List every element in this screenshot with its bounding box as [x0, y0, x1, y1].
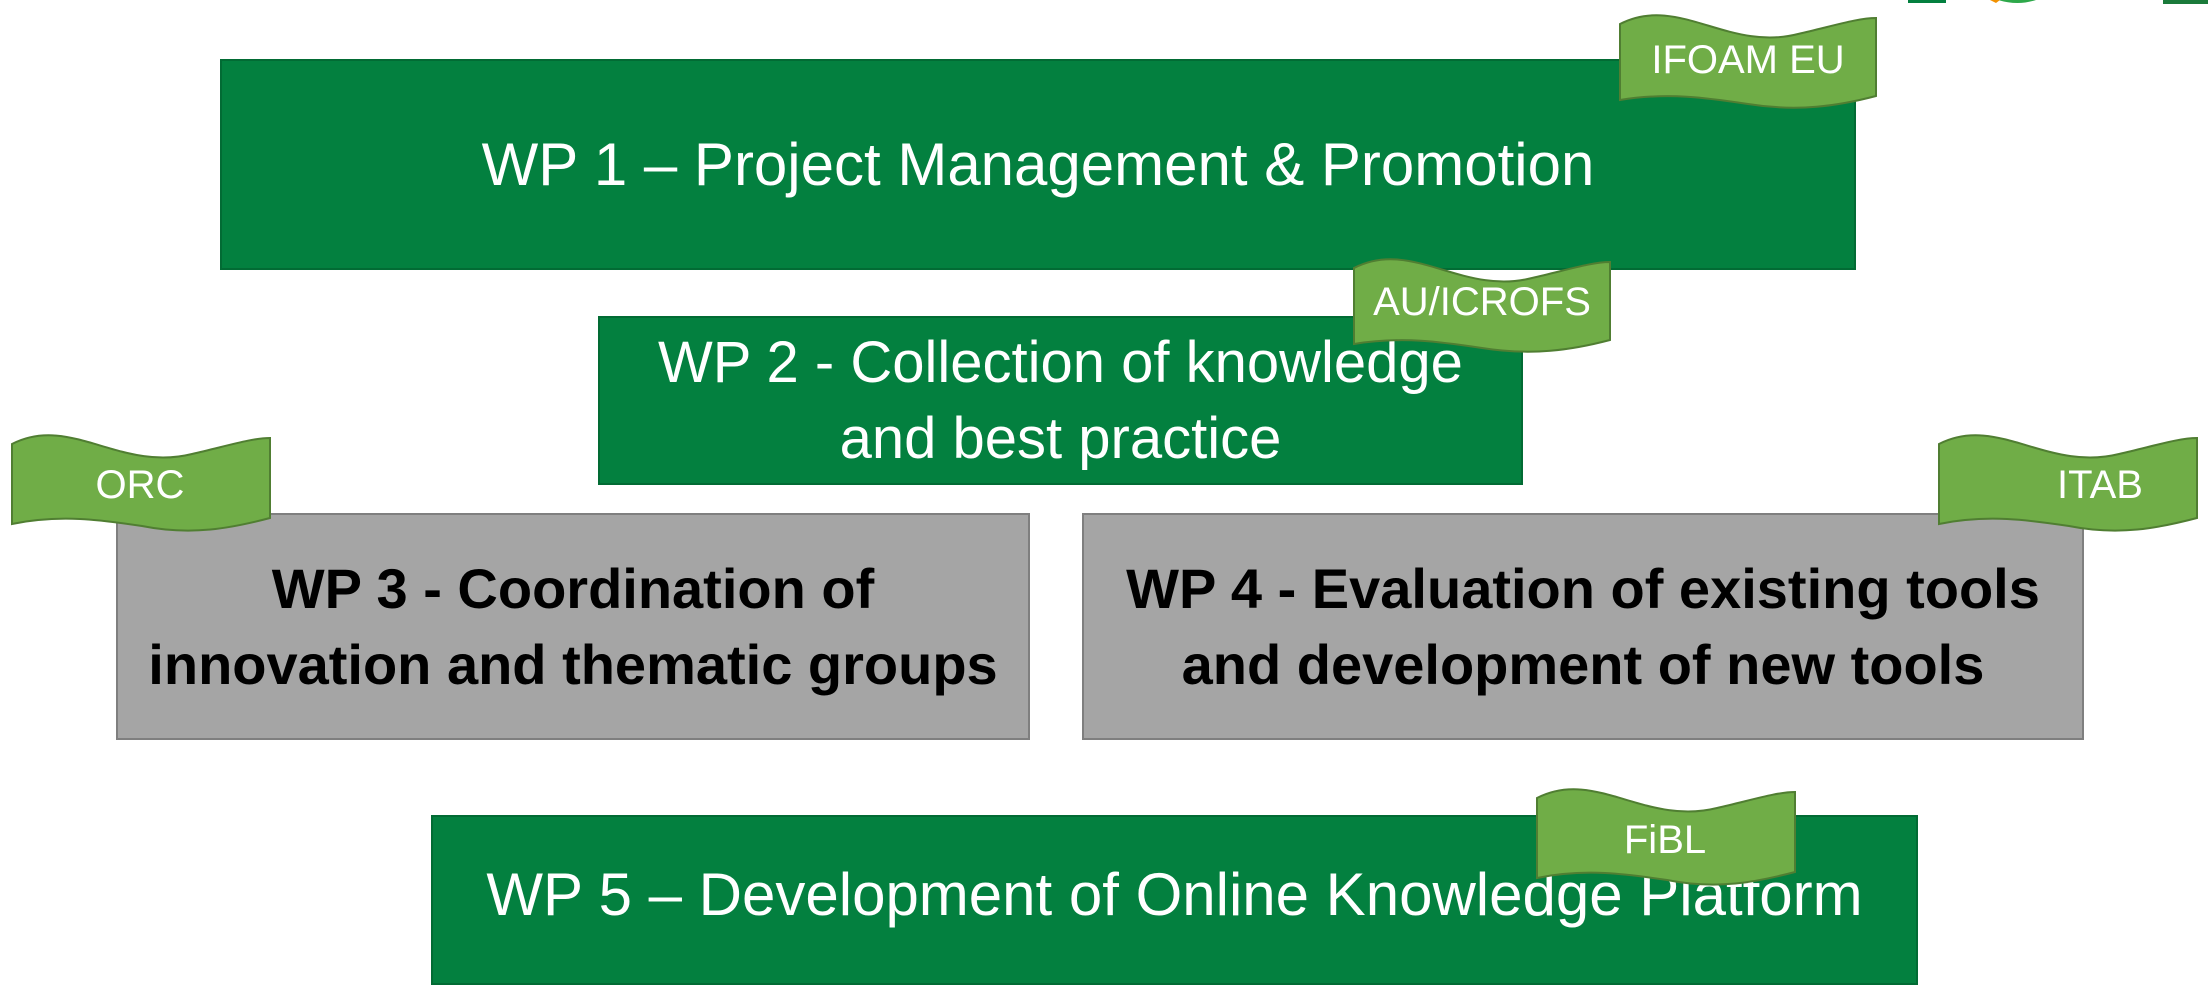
wp4-box: WP 4 - Evaluation of existing tools and …: [1082, 513, 2084, 740]
lead-flag-itab: [1938, 434, 2198, 532]
lead-label-itab: ITAB: [2057, 462, 2143, 507]
wp3-title: WP 3 - Coordination of innovation and th…: [148, 556, 998, 696]
wp1-box: WP 1 – Project Management & Promotion: [220, 59, 1856, 270]
lead-label-ifoam-eu: IFOAM EU: [1651, 37, 1845, 82]
wp2-box: WP 2 - Collection of knowledge and best …: [598, 316, 1523, 485]
lead-flag-fibl: [1536, 788, 1796, 886]
wp1-title: WP 1 – Project Management & Promotion: [481, 131, 1595, 198]
lead-label-au-icrofs: AU/ICROFS: [1373, 279, 1591, 324]
wp4-title: WP 4 - Evaluation of existing tools and …: [1126, 556, 2040, 696]
lead-flag-ifoam-eu: [1619, 14, 1877, 109]
wp3-box: WP 3 - Coordination of innovation and th…: [116, 513, 1030, 740]
lead-flag-orc: [11, 434, 271, 532]
partner-logo-fragment: [1908, 0, 2208, 4]
wp5-title: WP 5 – Development of Online Knowledge P…: [486, 860, 1863, 928]
lead-label-orc: ORC: [95, 462, 185, 507]
lead-label-fibl: FiBL: [1623, 817, 1707, 862]
wp2-title: WP 2 - Collection of knowledge and best …: [658, 330, 1463, 471]
lead-flag-au-icrofs: [1353, 258, 1611, 353]
